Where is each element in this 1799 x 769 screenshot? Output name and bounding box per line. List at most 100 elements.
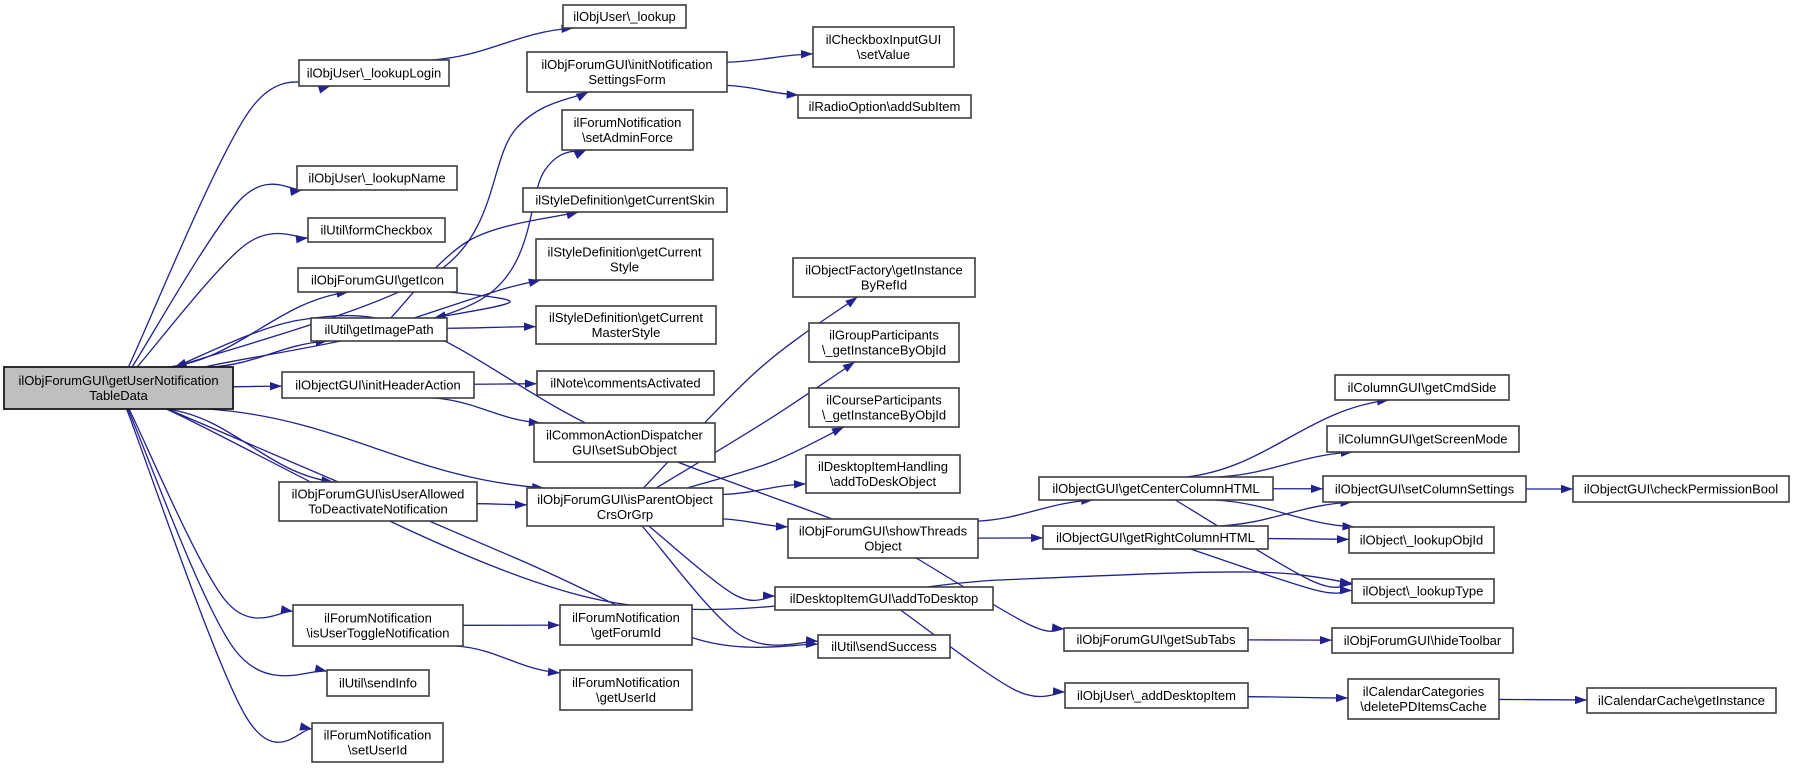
node-label-line: ilCheckboxInputGUI bbox=[826, 32, 942, 47]
graph-node-getCmdSide[interactable]: ilColumnGUI\getCmdSide bbox=[1334, 374, 1510, 401]
arrowhead-root-isUserToggleNotification bbox=[280, 605, 293, 614]
edge-getCenterColumnHTML-getScreenMode bbox=[1217, 451, 1353, 478]
graph-node-getUserId[interactable]: ilForumNotification\getUserId bbox=[559, 669, 693, 711]
graph-node-sendInfo[interactable]: ilUtil\sendInfo bbox=[326, 669, 430, 697]
node-label: ilForumNotification\setAdminForce bbox=[574, 115, 682, 145]
graph-node-setValue[interactable]: ilCheckboxInputGUI\setValue bbox=[812, 26, 955, 68]
node-label-line: ilStyleDefinition\getCurrentSkin bbox=[535, 193, 714, 208]
node-label-line: ilObjForumGUI\isParentObject bbox=[537, 492, 713, 507]
arrowhead-isUserToggleNotification-getUserId bbox=[547, 667, 560, 677]
node-box bbox=[292, 604, 464, 647]
graph-node-formCheckbox[interactable]: ilUtil\formCheckbox bbox=[307, 217, 446, 243]
graph-node-getImagePath[interactable]: ilUtil\getImagePath bbox=[310, 317, 448, 342]
node-label-line: ilColumnGUI\getCmdSide bbox=[1348, 380, 1497, 395]
graph-node-courseGetInstanceByObjId[interactable]: ilCourseParticipants\_getInstanceByObjId bbox=[808, 387, 960, 428]
graph-node-getScreenMode[interactable]: ilColumnGUI\getScreenMode bbox=[1326, 425, 1520, 453]
node-box bbox=[812, 26, 955, 68]
node-label-line: ilObjForumGUI\getSubTabs bbox=[1077, 632, 1236, 647]
node-label-line: ilDesktopItemGUI\addToDesktop bbox=[790, 591, 979, 606]
node-box bbox=[1331, 627, 1514, 654]
edge-isParentObjectCrsOrGrp-addToDeskObject bbox=[722, 483, 807, 496]
node-label: ilObjUser\_lookup bbox=[573, 9, 676, 24]
edge-deletePDItemsCache-calendarCacheGetInstance bbox=[1498, 698, 1588, 701]
graph-node-lookupObjId[interactable]: ilObject\_lookupObjId bbox=[1348, 526, 1495, 554]
node-label-line: ilObjUser\_lookup bbox=[573, 9, 676, 24]
edge-root-isParentObjectCrsOrGrp bbox=[207, 408, 545, 489]
graph-node-setAdminForce[interactable]: ilForumNotification\setAdminForce bbox=[561, 109, 694, 151]
node-box bbox=[310, 317, 448, 342]
graph-node-lookupLogin[interactable]: ilObjUser\_lookupLogin bbox=[298, 59, 450, 87]
graph-node-addSubItem[interactable]: ilRadioOption\addSubItem bbox=[797, 94, 972, 119]
node-box bbox=[1064, 682, 1249, 709]
node-label: ilObjectGUI\setColumnSettings bbox=[1335, 482, 1515, 497]
graph-node-initHeaderAction[interactable]: ilObjectGUI\initHeaderAction bbox=[281, 371, 475, 399]
graph-node-getCurrentSkin[interactable]: ilStyleDefinition\getCurrentSkin bbox=[522, 187, 728, 213]
graph-node-deletePDItemsCache[interactable]: ilCalendarCategories\deletePDItemsCache bbox=[1347, 678, 1500, 720]
edge-isParentObjectCrsOrGrp-sendSuccess bbox=[641, 525, 819, 646]
graph-node-getRightColumnHTML[interactable]: ilObjectGUI\getRightColumnHTML bbox=[1042, 525, 1269, 550]
arrowhead-root-setUserId bbox=[299, 722, 312, 731]
graph-node-setUserId[interactable]: ilForumNotification\setUserId bbox=[311, 722, 444, 763]
node-label-line: ilObjForumGUI\initNotification bbox=[541, 57, 712, 72]
arrowhead-root-sendInfo bbox=[314, 664, 327, 673]
node-box bbox=[1322, 475, 1527, 503]
edge-root-initNotificationSettingsForm bbox=[175, 91, 589, 368]
graph-node-sendSuccess[interactable]: ilUtil\sendSuccess bbox=[817, 634, 951, 659]
node-label: ilObjForumGUI\hideToolbar bbox=[1344, 633, 1502, 648]
graph-node-getSubTabs[interactable]: ilObjForumGUI\getSubTabs bbox=[1063, 627, 1249, 652]
graph-node-commentsActivated[interactable]: ilNote\commentsActivated bbox=[536, 370, 715, 396]
node-label-line: ilObject\_lookupObjId bbox=[1360, 533, 1484, 548]
graph-node-hideToolbar[interactable]: ilObjForumGUI\hideToolbar bbox=[1331, 627, 1514, 654]
graph-node-checkPermissionBool[interactable]: ilObjectGUI\checkPermissionBool bbox=[1572, 475, 1790, 503]
node-box bbox=[326, 669, 430, 697]
node-label-line: \setUserId bbox=[348, 743, 407, 758]
node-label-line: ilObjUser\_lookupLogin bbox=[307, 66, 441, 81]
graph-node-calendarCacheGetInstance[interactable]: ilCalendarCache\getInstance bbox=[1586, 687, 1777, 714]
node-label-line: Object bbox=[864, 539, 902, 554]
node-label-line: ilUtil\formCheckbox bbox=[321, 223, 433, 238]
node-label-line: ilForumNotification bbox=[572, 610, 680, 625]
node-label-line: ilForumNotification bbox=[324, 611, 432, 626]
graph-node-lookup[interactable]: ilObjUser\_lookup bbox=[562, 4, 687, 29]
graph-node-getCenterColumnHTML[interactable]: ilObjectGUI\getCenterColumnHTML bbox=[1038, 476, 1274, 501]
arrowhead-getImagePath-getCurrentStyle bbox=[528, 278, 541, 287]
node-label-line: ilObjectGUI\getRightColumnHTML bbox=[1056, 530, 1255, 545]
graph-node-addDesktopItem[interactable]: ilObjUser\_addDesktopItem bbox=[1064, 682, 1249, 709]
node-label-line: \_getInstanceByObjId bbox=[822, 408, 946, 423]
graph-node-lookupName[interactable]: ilObjUser\_lookupName bbox=[296, 165, 458, 191]
graph-node-groupGetInstanceByObjId[interactable]: ilGroupParticipants\_getInstanceByObjId bbox=[808, 322, 960, 363]
node-label: ilObject\_lookupType bbox=[1363, 584, 1484, 599]
graph-node-setColumnSettings[interactable]: ilObjectGUI\setColumnSettings bbox=[1322, 475, 1527, 503]
node-label-line: ilObjForumGUI\getUserNotification bbox=[18, 373, 218, 388]
node-label: ilDesktopItemGUI\addToDesktop bbox=[790, 591, 979, 606]
node-label: ilCalendarCache\getInstance bbox=[1598, 693, 1765, 708]
node-label: ilObjUser\_addDesktopItem bbox=[1077, 688, 1236, 703]
arrowhead-root-initHeaderAction bbox=[269, 381, 282, 391]
edges-layer bbox=[126, 24, 1588, 743]
node-label-line: ToDeactivateNotification bbox=[308, 502, 447, 517]
edge-root-sendInfo bbox=[127, 408, 328, 677]
graph-node-getForumId[interactable]: ilForumNotification\getForumId bbox=[559, 604, 693, 646]
node-label-line: Style bbox=[610, 260, 639, 275]
graph-node-addToDeskObject[interactable]: ilDesktopItemHandling\addToDeskObject bbox=[805, 454, 961, 494]
node-label: ilObjectGUI\checkPermissionBool bbox=[1584, 482, 1778, 497]
node-label: ilDesktopItemHandling\addToDeskObject bbox=[818, 459, 948, 489]
graph-node-isUserToggleNotification[interactable]: ilForumNotification\isUserToggleNotifica… bbox=[292, 604, 464, 647]
node-box bbox=[297, 267, 458, 293]
graph-node-getIcon[interactable]: ilObjForumGUI\getIcon bbox=[297, 267, 458, 293]
graph-node-addToDesktop[interactable]: ilDesktopItemGUI\addToDesktop bbox=[774, 586, 994, 611]
graph-node-lookupType[interactable]: ilObject\_lookupType bbox=[1351, 578, 1495, 604]
node-label-line: ilStyleDefinition\getCurrent bbox=[548, 245, 702, 260]
node-box bbox=[561, 109, 694, 151]
edge-getImagePath-getCurrentMasterStyle bbox=[446, 325, 537, 329]
